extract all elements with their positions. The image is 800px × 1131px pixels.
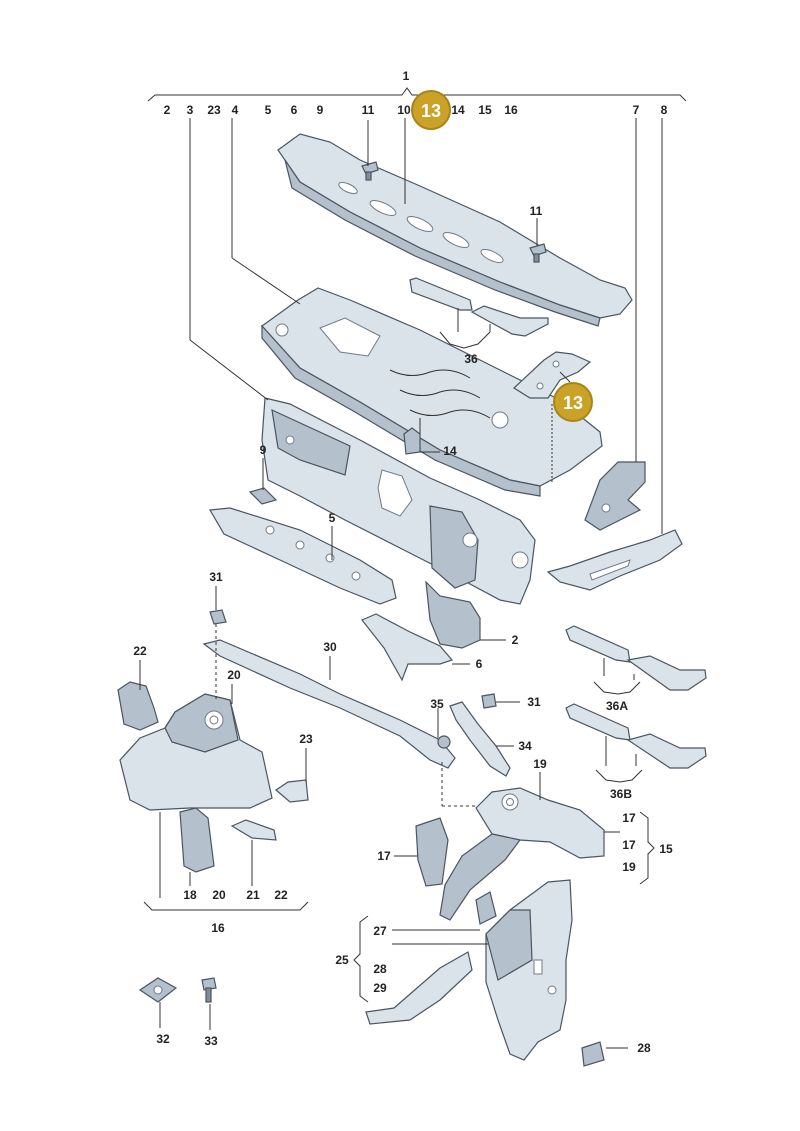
label-2-top: 2	[164, 103, 171, 117]
bracket-part-27	[475, 891, 497, 925]
panel-part-17-left	[415, 817, 449, 887]
left-strut-tower-assembly	[119, 693, 273, 811]
label-23-top: 23	[207, 103, 221, 117]
strip-part-36A-b	[626, 655, 707, 691]
bracket-part-13	[513, 351, 592, 399]
strut-bar-part-30	[202, 639, 456, 769]
top-group-bracket	[147, 87, 687, 102]
strip-part-36A-a	[565, 625, 631, 663]
label-35: 35	[430, 697, 444, 711]
label-8: 8	[661, 103, 668, 117]
label-36: 36	[464, 352, 478, 366]
bracket-part-34	[449, 701, 511, 777]
label-31-right: 31	[527, 695, 541, 709]
label-28: 28	[637, 1041, 651, 1055]
label-25: 25	[335, 953, 349, 967]
label-20-top: 20	[227, 668, 241, 682]
bracket-part-14	[403, 427, 421, 455]
bracket-part-18	[179, 807, 215, 873]
right-strut-tower-assembly	[439, 787, 605, 921]
label-16-top: 16	[504, 103, 518, 117]
label-31-left: 31	[209, 570, 223, 584]
label-33: 33	[204, 1034, 218, 1048]
strip-part-36-a	[409, 277, 473, 311]
label-1: 1	[403, 69, 410, 83]
highlight-badge-13-bracket[interactable]: 13	[553, 371, 593, 422]
plate-part-28	[581, 1041, 605, 1067]
nut-part-31-a	[209, 609, 227, 625]
nut-part-32	[138, 977, 178, 1003]
plenum-panel	[261, 287, 603, 497]
label-17-right: 17	[622, 811, 636, 825]
label-9-top: 9	[317, 103, 324, 117]
label-29: 29	[373, 981, 387, 995]
side-member-part-8	[546, 529, 683, 591]
label-11-right: 11	[530, 204, 543, 218]
label-4: 4	[232, 103, 239, 117]
label-32: 32	[156, 1032, 170, 1046]
label-2: 2	[512, 633, 519, 647]
bolt-part-11-b	[529, 243, 547, 263]
label-14-top: 14	[451, 103, 465, 117]
strip-part-29	[365, 951, 473, 1025]
plate-part-6	[361, 613, 454, 682]
bulkhead-panel	[261, 397, 536, 605]
badge-label: 13	[421, 101, 441, 121]
label-19-top: 19	[533, 757, 547, 771]
label-22-left: 22	[133, 644, 147, 658]
bolt-part-11-a	[361, 161, 379, 181]
bolt-part-33	[201, 977, 217, 1003]
nut-part-31-b	[481, 693, 497, 709]
label-3: 3	[187, 103, 194, 117]
label-15-top: 15	[478, 103, 492, 117]
label-28-left: 28	[373, 962, 387, 976]
label-10: 10	[397, 103, 411, 117]
label-21: 21	[246, 888, 260, 902]
part-number-labels: 1 2 3 23 4 5 6 9 11 10 14 15 16 7 8 11 3…	[133, 69, 673, 1055]
clip-part-9	[248, 487, 278, 505]
label-23: 23	[299, 732, 313, 746]
leader-lines	[139, 118, 663, 1049]
label-17-brace: 17	[622, 838, 636, 852]
strip-part-36-b	[470, 305, 549, 337]
label-36B: 36B	[610, 787, 632, 801]
label-7: 7	[633, 103, 640, 117]
label-18: 18	[183, 888, 197, 902]
label-36A: 36A	[606, 699, 628, 713]
label-6: 6	[476, 657, 483, 671]
label-17-left: 17	[377, 849, 391, 863]
strip-part-36B-b	[626, 733, 707, 769]
label-11-top: 11	[362, 103, 375, 117]
grommet-part-35	[437, 735, 451, 749]
label-19: 19	[622, 860, 636, 874]
label-9: 9	[260, 443, 267, 457]
label-16: 16	[211, 921, 225, 935]
label-34: 34	[518, 739, 532, 753]
pillar-assembly	[485, 879, 573, 1061]
label-14: 14	[443, 444, 457, 458]
label-30: 30	[323, 640, 337, 654]
label-20: 20	[212, 888, 226, 902]
highlight-badge-13-top[interactable]: 13	[411, 90, 451, 130]
label-6-top: 6	[291, 103, 298, 117]
label-27: 27	[373, 924, 387, 938]
label-22: 22	[274, 888, 288, 902]
bracket-part-21	[230, 819, 277, 841]
bracket-part-22-left	[117, 681, 159, 731]
bracket-part-23	[275, 779, 309, 803]
side-bracket-part-7	[584, 461, 646, 531]
label-5: 5	[329, 511, 336, 525]
label-15: 15	[659, 842, 673, 856]
badge-label: 13	[563, 393, 583, 413]
label-5-top: 5	[265, 103, 272, 117]
plate-part-2	[425, 580, 481, 649]
